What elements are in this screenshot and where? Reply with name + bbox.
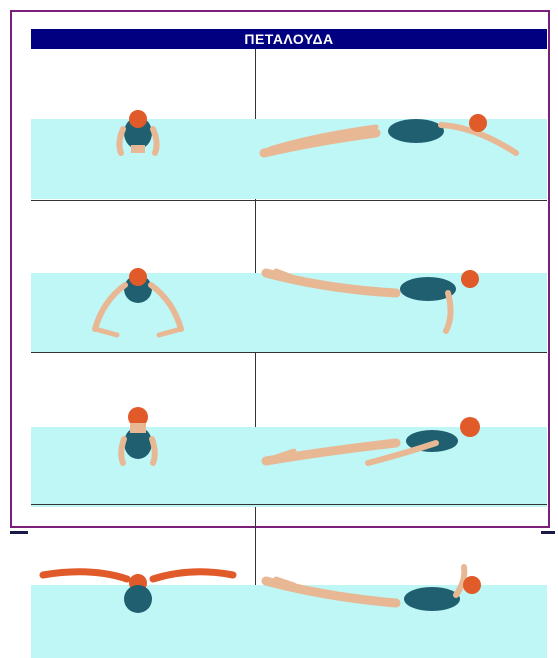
front-view-figure bbox=[31, 201, 255, 353]
side-view-figure bbox=[256, 201, 547, 353]
stroke-phase-grid bbox=[31, 49, 547, 658]
front-view-figure bbox=[31, 353, 255, 505]
page-title: ΠΕΤΑΛΟΥΔΑ bbox=[31, 29, 547, 49]
phase-row-3 bbox=[31, 353, 547, 505]
phase-row-4 bbox=[31, 505, 547, 658]
front-view-figure bbox=[31, 505, 255, 657]
phase-row-1 bbox=[31, 49, 547, 201]
front-view-figure bbox=[31, 49, 255, 201]
side-view-figure bbox=[256, 505, 547, 657]
frame-tick-left bbox=[10, 531, 28, 534]
phase-row-2 bbox=[31, 201, 547, 353]
side-view-figure bbox=[256, 353, 547, 505]
side-view-figure bbox=[256, 49, 547, 201]
